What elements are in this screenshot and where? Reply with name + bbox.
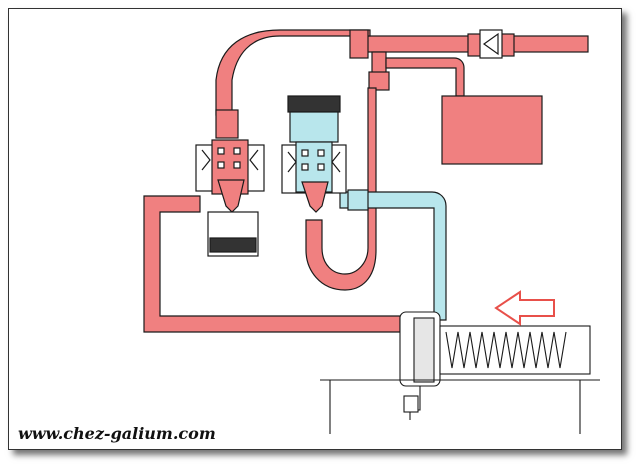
valve-b-poppet: [301, 181, 329, 213]
check-valve-icon: [479, 29, 503, 59]
return-line: [339, 191, 447, 321]
website-label: www.chez-galium.com: [18, 424, 216, 443]
return-loop: [305, 87, 377, 291]
mount-frame: [320, 379, 600, 434]
pressure-lines: [143, 29, 589, 333]
pipe-union: [368, 71, 390, 91]
actuator-feed-line: [143, 195, 401, 333]
pipe-union: [349, 29, 369, 59]
return-lines: [339, 189, 447, 321]
upper-left-bend: [215, 29, 371, 116]
valve-a-poppet: [217, 179, 245, 213]
valve-b-spool-top: [289, 111, 339, 143]
bleed-screw: [403, 395, 419, 413]
pipe-union: [347, 189, 369, 211]
valve-a: [195, 139, 265, 257]
valve-a-inlet: [215, 109, 239, 139]
bellows: [445, 331, 567, 369]
valve-a-coil: [209, 237, 257, 253]
reservoir-feed: [385, 57, 465, 97]
actuator: [320, 311, 600, 434]
valve-b: [281, 95, 347, 213]
flow-arrow-icon: [494, 290, 555, 326]
valve-b-coil: [287, 95, 341, 113]
reservoir-tank: [441, 95, 543, 165]
